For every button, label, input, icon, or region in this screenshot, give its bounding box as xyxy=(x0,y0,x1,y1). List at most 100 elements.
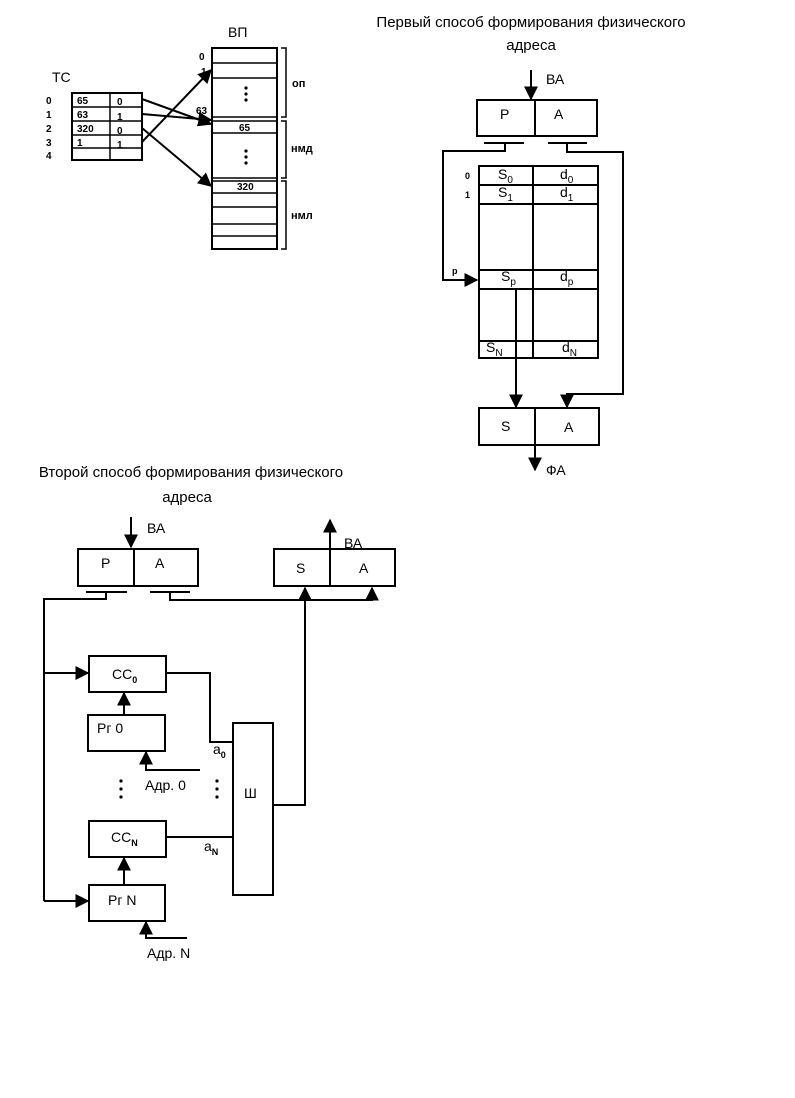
method1-s1: S xyxy=(498,184,507,200)
method1-s1-sub: 1 xyxy=(507,193,513,204)
vp-cell-320: 320 xyxy=(237,182,254,193)
method1-out-a: А xyxy=(564,419,574,435)
tc-row-flag: 0 xyxy=(117,97,123,108)
tc-row-flag: 1 xyxy=(117,112,123,123)
method2-rg0-block xyxy=(87,714,166,752)
tc-row-index: 1 xyxy=(46,110,52,121)
method1-segment-table: 0 1 S0 d0 S1 d1 Sp dp SN dN xyxy=(465,165,599,359)
method2-figure: Второй способ формирования физического а… xyxy=(39,464,396,961)
method1-sp: S xyxy=(501,268,510,284)
method2-va-out-label: ВА xyxy=(344,535,363,551)
method1-dp-sub: p xyxy=(568,277,574,288)
method1-s0: S xyxy=(498,166,507,182)
method2-rgn-label: Рг N xyxy=(108,892,136,908)
method1-table-frame xyxy=(478,165,599,359)
method1-title-line1: Первый способ формирования физического xyxy=(376,14,685,31)
method2-a0-label: а xyxy=(213,741,221,757)
method1-d1: d xyxy=(560,184,568,200)
method2-a0-sub: 0 xyxy=(221,750,226,760)
tc-row-index: 2 xyxy=(46,124,52,135)
method2-va-register xyxy=(77,548,199,587)
vp-mark-zero: 0 xyxy=(199,52,205,63)
svg-text:dp: dp xyxy=(560,268,574,288)
method2-bus-to-s xyxy=(273,586,312,806)
tc-row-index: 3 xyxy=(46,138,52,149)
tc-row-index: 4 xyxy=(46,151,52,162)
method1-d0: d xyxy=(560,166,568,182)
arrow-row2 xyxy=(141,127,213,187)
method1-a-field: А xyxy=(554,106,564,122)
method2-s-field: S xyxy=(296,560,305,576)
svg-text:аN: аN xyxy=(204,838,218,857)
segment-table-figure: ТС ВП 0 1 2 3 4 65 63 320 1 0 1 0 1 xyxy=(46,24,313,250)
method2-p-bus xyxy=(43,592,107,897)
arrow-row1 xyxy=(141,111,213,126)
method1-dn: d xyxy=(562,339,570,355)
tc-to-vp-arrows xyxy=(141,68,213,187)
tc-label: ТС xyxy=(52,69,71,85)
method2-rg0-label: Рг 0 xyxy=(97,720,123,736)
method2-p-field: Р xyxy=(101,555,110,571)
tc-row-flag: 0 xyxy=(117,126,123,137)
tc-row-index: 0 xyxy=(46,96,52,107)
svg-text:d0: d0 xyxy=(560,166,574,186)
tc-table-frame xyxy=(71,92,143,161)
svg-text:СС0: СС0 xyxy=(112,666,137,685)
method1-s0-sub: 0 xyxy=(507,175,513,186)
method1-dp: d xyxy=(560,268,568,284)
method2-an-sub: N xyxy=(212,847,219,857)
method2-addr0-arrow xyxy=(139,750,200,771)
tc-row-addr: 65 xyxy=(77,96,89,107)
method2-ccn-sub: N xyxy=(131,838,138,848)
method1-dn-sub: N xyxy=(570,348,577,359)
vp-label: ВП xyxy=(228,24,247,40)
method2-a-path xyxy=(169,586,379,601)
method2-cc0-label: СС xyxy=(112,666,132,682)
method1-fa-register xyxy=(478,407,600,446)
method2-an-label: а xyxy=(204,838,212,854)
bracket-op-label: оп xyxy=(292,78,305,90)
tc-row-addr: 320 xyxy=(77,124,94,135)
svg-text:d1: d1 xyxy=(560,184,574,204)
method1-row-index: 0 xyxy=(465,171,470,181)
method1-fa-label: ФА xyxy=(546,462,566,478)
method2-addrn-label: Адр. N xyxy=(147,945,190,961)
method1-a-path xyxy=(560,143,624,409)
vp-cell-65: 65 xyxy=(239,123,251,134)
method2-bus-label: Ш xyxy=(244,785,257,801)
method2-addr0-label: Адр. 0 xyxy=(145,777,186,793)
method1-out-s: S xyxy=(501,418,510,434)
method2-cc0-to-bus xyxy=(166,672,232,743)
tc-row-addr: 63 xyxy=(77,110,89,121)
bracket-nml-label: нмл xyxy=(291,210,313,222)
vp-memory: 0 1 63 65 320 xyxy=(196,47,278,250)
method1-title-line2: адреса xyxy=(506,37,556,54)
method1-figure: Первый способ формирования физического а… xyxy=(376,14,685,478)
svg-text:SN: SN xyxy=(486,339,503,359)
method2-out-register xyxy=(273,548,396,587)
method1-d1-sub: 1 xyxy=(568,193,574,204)
method1-va-register xyxy=(476,99,598,137)
tc-table: 0 1 2 3 4 65 63 320 1 0 1 0 1 xyxy=(46,92,143,162)
method2-ccn-label: СС xyxy=(111,829,131,845)
svg-text:а0: а0 xyxy=(213,741,226,760)
bracket-nmd-label: нмд xyxy=(291,143,313,155)
method2-va-in-label: ВА xyxy=(147,520,166,536)
method2-addrn-arrow xyxy=(139,920,187,939)
method1-sp-sub: p xyxy=(510,277,516,288)
svg-text:S1: S1 xyxy=(498,184,513,204)
method2-title-line1: Второй способ формирования физического xyxy=(39,464,343,481)
method1-sn: S xyxy=(486,339,495,355)
tc-row-flag: 1 xyxy=(117,140,123,151)
vp-brackets: оп нмд нмл xyxy=(281,47,313,250)
svg-text:Sp: Sp xyxy=(501,268,516,288)
method2-bus-block xyxy=(232,722,274,896)
method1-sn-sub: N xyxy=(495,348,502,359)
arrow-row3 xyxy=(141,68,212,143)
tc-row-addr: 1 xyxy=(77,138,83,149)
method2-cc0-sub: 0 xyxy=(132,675,137,685)
method1-p-path xyxy=(442,143,506,287)
svg-text:dN: dN xyxy=(562,339,577,359)
method1-va-label: ВА xyxy=(546,71,565,87)
method1-d0-sub: 0 xyxy=(568,175,574,186)
